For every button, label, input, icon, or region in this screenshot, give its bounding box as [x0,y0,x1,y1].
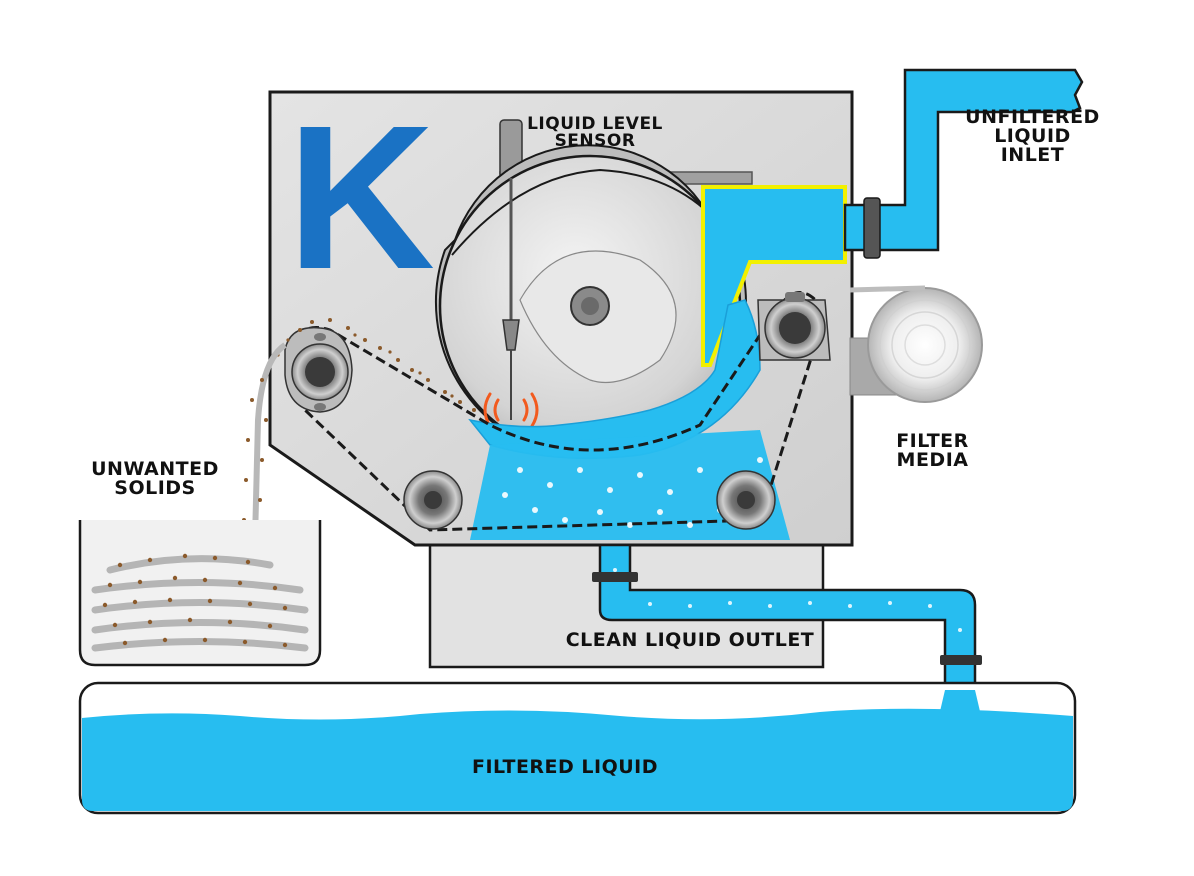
filtrate-spray [470,430,790,540]
inlet-hopper [701,185,847,367]
label-clean-liquid-outlet: CLEAN LIQUID OUTLET [565,629,815,651]
belt-roller-left [284,326,353,413]
belt-roller-bottom-left [403,470,463,530]
label-filtered-liquid: FILTERED LIQUID [471,756,659,778]
label-filter-media: FILTER MEDIA [896,430,969,471]
belt-roller-right [757,292,831,361]
solids-bin [78,520,322,667]
brand-logo: K [287,83,435,312]
belt-roller-bottom-right [716,470,776,530]
filter-media-roll [867,287,983,403]
label-liquid-level-sensor: LIQUID LEVEL SENSOR [527,114,663,151]
outlet-pipe-flange-1 [592,572,638,582]
tank-liquid [82,708,1073,811]
solids-on-belt [276,318,476,412]
label-unfiltered-liquid-inlet: UNFILTERED LIQUID INLET [965,106,1100,166]
inlet-pipe [843,68,1084,252]
outlet-pipe-flange-2 [940,655,982,665]
label-unwanted-solids: UNWANTED SOLIDS [91,458,219,499]
